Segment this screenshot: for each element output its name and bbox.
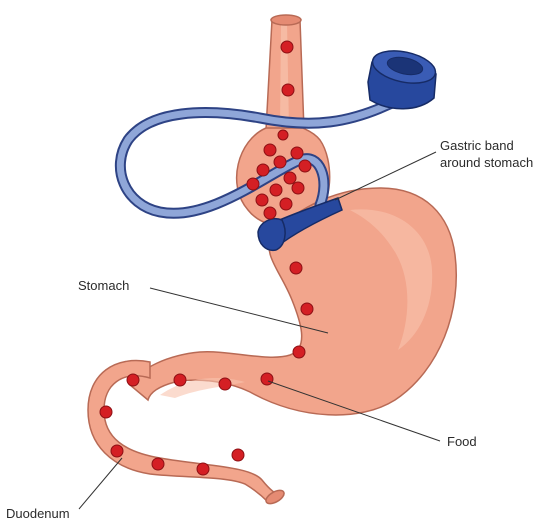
food-particle [247, 178, 259, 190]
food-particle [127, 374, 139, 386]
food-particle [232, 449, 244, 461]
port-icon [368, 46, 438, 109]
label-gastric-band-line1: Gastric band [440, 138, 514, 153]
food-particle [274, 156, 286, 168]
food-particle [219, 378, 231, 390]
label-food: Food [447, 434, 477, 449]
leader-line-duodenum [79, 458, 122, 509]
food-particle [152, 458, 164, 470]
label-gastric-band-line2: around stomach [440, 155, 533, 170]
food-particle [264, 207, 276, 219]
food-particle [278, 130, 288, 140]
food-particle [264, 144, 276, 156]
food-particle [100, 406, 112, 418]
food-particle [174, 374, 186, 386]
food-particle [284, 172, 296, 184]
food-particle [280, 198, 292, 210]
food-particle [292, 182, 304, 194]
esophagus [266, 15, 304, 130]
food-particle [281, 41, 293, 53]
label-duodenum: Duodenum [6, 506, 70, 521]
food-particle [299, 160, 311, 172]
food-particle [291, 147, 303, 159]
food-particle [256, 194, 268, 206]
food-particle [197, 463, 209, 475]
food-particle [261, 373, 273, 385]
food-particle [257, 164, 269, 176]
food-particle [282, 84, 294, 96]
food-particle [270, 184, 282, 196]
food-particle [111, 445, 123, 457]
food-particle [293, 346, 305, 358]
food-particle [290, 262, 302, 274]
label-stomach: Stomach [78, 278, 129, 293]
food-particle [301, 303, 313, 315]
esophagus-opening [271, 15, 301, 25]
